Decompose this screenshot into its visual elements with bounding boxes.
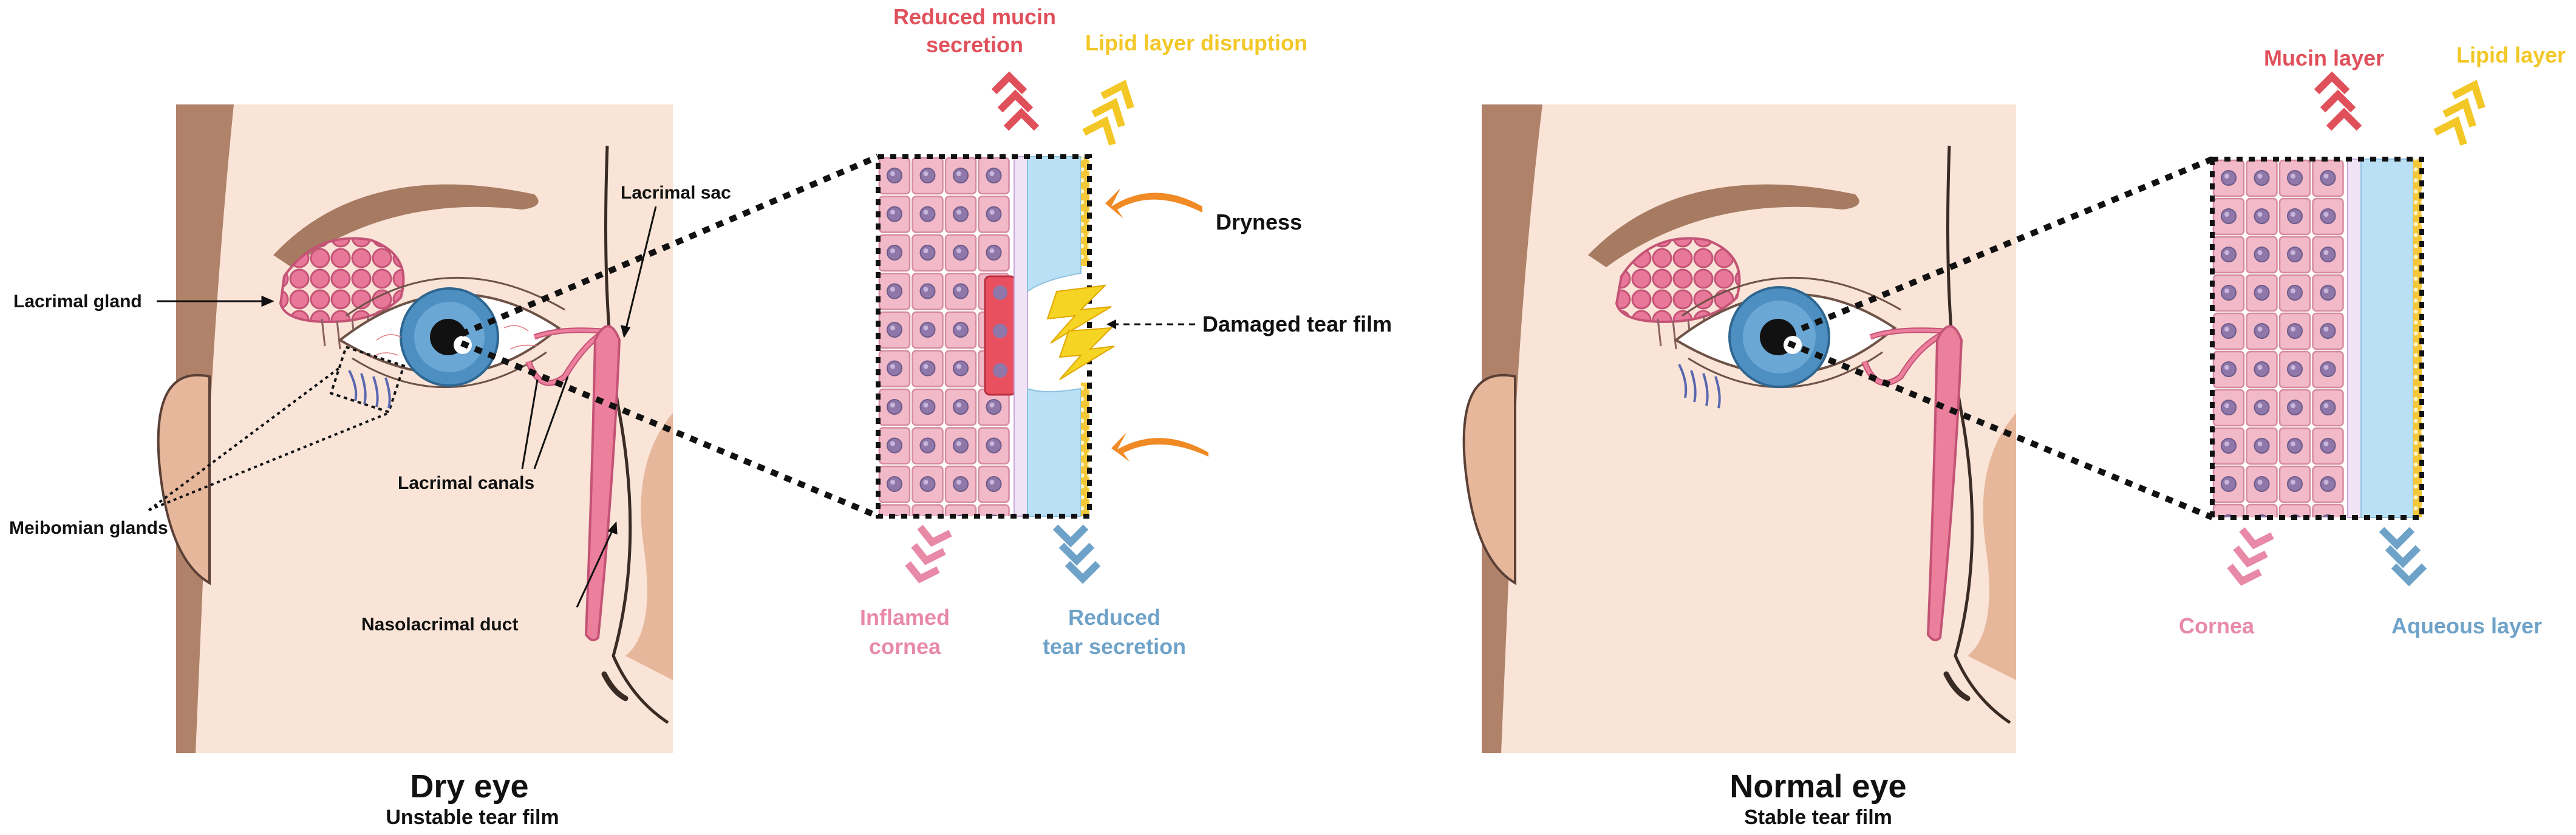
- right-aqueous-down-arrow-icon: [2379, 527, 2427, 587]
- label-lacrimal-sac: Lacrimal sac: [621, 183, 731, 203]
- label-mucin-layer: Mucin layer: [2264, 46, 2384, 70]
- label-nasolacrimal-duct: Nasolacrimal duct: [361, 615, 518, 635]
- right-mucin-up-arrow-icon: [2314, 71, 2362, 131]
- right-tear-film-block: [2210, 157, 2424, 520]
- left-meibomian-glands: [329, 345, 406, 414]
- mucin-up-arrow-icon: [991, 71, 1040, 131]
- label-damaged-tear-film: Damaged tear film: [1202, 312, 1392, 336]
- right-panel-subtitle: Stable tear film: [1744, 806, 1892, 829]
- right-face-illustration: [1462, 104, 2016, 753]
- right-eye: [1674, 276, 1901, 409]
- right-zoom-lines: [1787, 156, 2213, 520]
- label-cornea: Cornea: [2179, 613, 2255, 638]
- cornea-down-arrow-icon: [905, 525, 952, 584]
- left-zoom-lines: [460, 154, 879, 519]
- right-eyebrow: [1588, 184, 1859, 267]
- aqueous-down-arrow-icon: [1052, 524, 1101, 584]
- left-panel-subtitle: Unstable tear film: [386, 806, 559, 829]
- left-meibomian-dotted-leaders: [148, 366, 389, 511]
- left-tear-film-block: [876, 154, 1092, 519]
- label-aqueous-layer: Aqueous layer: [2391, 613, 2542, 638]
- damaged-cells: [984, 275, 1017, 396]
- right-cornea-down-arrow-icon: [2227, 527, 2274, 586]
- dryness-arrow-icon: [1105, 188, 1208, 462]
- label-lipid-layer: Lipid layer: [2456, 43, 2566, 67]
- left-face-illustration: [157, 104, 673, 753]
- label-lipid-disruption: Lipid layer disruption: [1085, 30, 1307, 55]
- right-lipid-up-arrow-icon: [2433, 80, 2486, 146]
- left-eye: [338, 276, 565, 388]
- damage-pointer: [1106, 319, 1195, 329]
- label-lacrimal-gland: Lacrimal gland: [13, 291, 142, 312]
- lightning-icon: [1046, 284, 1115, 380]
- right-panel-title: Normal eye: [1729, 768, 1906, 805]
- lipid-up-arrow-icon: [1082, 80, 1134, 146]
- left-eyebrow: [273, 184, 539, 267]
- label-lacrimal-canals: Lacrimal canals: [398, 473, 534, 493]
- label-meibomian-glands: Meibomian glands: [9, 518, 168, 538]
- left-leader-lines: [157, 206, 657, 608]
- label-dryness: Dryness: [1216, 210, 1302, 234]
- left-panel-title: Dry eye: [410, 768, 528, 805]
